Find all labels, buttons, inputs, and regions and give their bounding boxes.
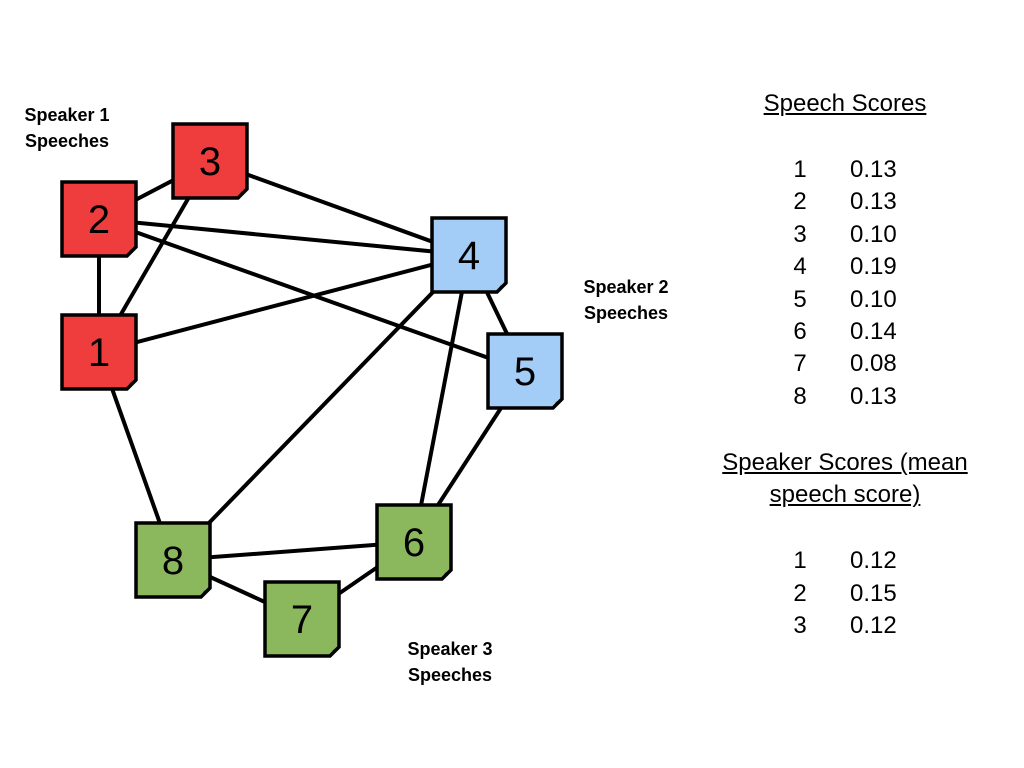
- speaker-score-id: 3: [793, 612, 807, 640]
- speaker-scores-title: Speaker Scores (mean speech score): [722, 449, 968, 509]
- node-4: 4: [430, 216, 508, 294]
- speech-score-id: 7: [793, 350, 807, 378]
- node-4-label: 4: [458, 234, 480, 278]
- node-5: 5: [486, 332, 564, 410]
- speech-score-id: 3: [793, 220, 807, 248]
- node-3-fold: [238, 189, 247, 198]
- speech-score-id: 2: [793, 188, 807, 216]
- node-2-fold: [127, 247, 136, 256]
- node-1-label: 1: [88, 331, 110, 375]
- speech-score-id: 5: [793, 285, 807, 313]
- node-3-label: 3: [199, 140, 221, 184]
- speech-score-value: 0.10: [850, 285, 897, 313]
- edge-8-6: [172, 540, 415, 562]
- edge-2-5: [98, 217, 526, 373]
- speaker-score-id: 2: [793, 579, 807, 607]
- speech-score-value: 0.14: [850, 318, 897, 346]
- node-8-fold: [201, 588, 210, 597]
- node-7-label: 7: [291, 598, 313, 642]
- speech-score-value: 0.19: [850, 253, 897, 281]
- edge-4-8: [171, 253, 471, 562]
- node-6-fold: [442, 570, 451, 579]
- speech-score-value: 0.13: [850, 382, 897, 410]
- speech-score-value: 0.13: [850, 156, 897, 183]
- edge-2-4: [98, 217, 470, 257]
- node-6: 6: [375, 503, 453, 581]
- speaker-2-label: Speaker 2 Speeches: [583, 277, 669, 323]
- node-3: 3: [171, 122, 249, 200]
- node-1-fold: [127, 380, 136, 389]
- speech-score-id: 6: [793, 318, 807, 346]
- speaker-1-label: Speaker 1 Speeches: [24, 105, 110, 151]
- speech-score-value: 0.08: [850, 350, 897, 378]
- node-5-label: 5: [514, 350, 536, 394]
- speech-score-value: 0.13: [850, 188, 897, 216]
- edge-4-6: [412, 254, 471, 543]
- speech-scores-title: Speech Scores: [763, 90, 927, 117]
- node-7: 7: [263, 580, 341, 658]
- speech-score-id: 4: [793, 253, 807, 281]
- speaker-score-value: 0.12: [850, 547, 897, 575]
- edge-3-4: [209, 159, 470, 257]
- node-1: 1: [60, 313, 138, 391]
- speaker-score-value: 0.12: [850, 612, 897, 640]
- node-5-fold: [553, 399, 562, 408]
- node-6-label: 6: [403, 521, 425, 565]
- speech-score-id: 1: [793, 156, 807, 183]
- speaker-score-value: 0.15: [850, 579, 897, 607]
- node-7-fold: [330, 647, 339, 656]
- speech-score-id: 8: [793, 382, 807, 410]
- nodes-layer: 1 2 3 4 5 6 7 8: [60, 122, 564, 658]
- node-2-label: 2: [88, 198, 110, 242]
- speaker-3-label: Speaker 3 Speeches: [407, 639, 493, 685]
- speech-score-value: 0.10: [850, 220, 897, 248]
- node-2: 2: [60, 180, 138, 258]
- node-4-fold: [497, 283, 506, 292]
- edge-1-4: [98, 253, 470, 354]
- speaker-score-id: 1: [793, 547, 807, 575]
- node-8: 8: [134, 521, 212, 599]
- node-8-label: 8: [162, 539, 184, 583]
